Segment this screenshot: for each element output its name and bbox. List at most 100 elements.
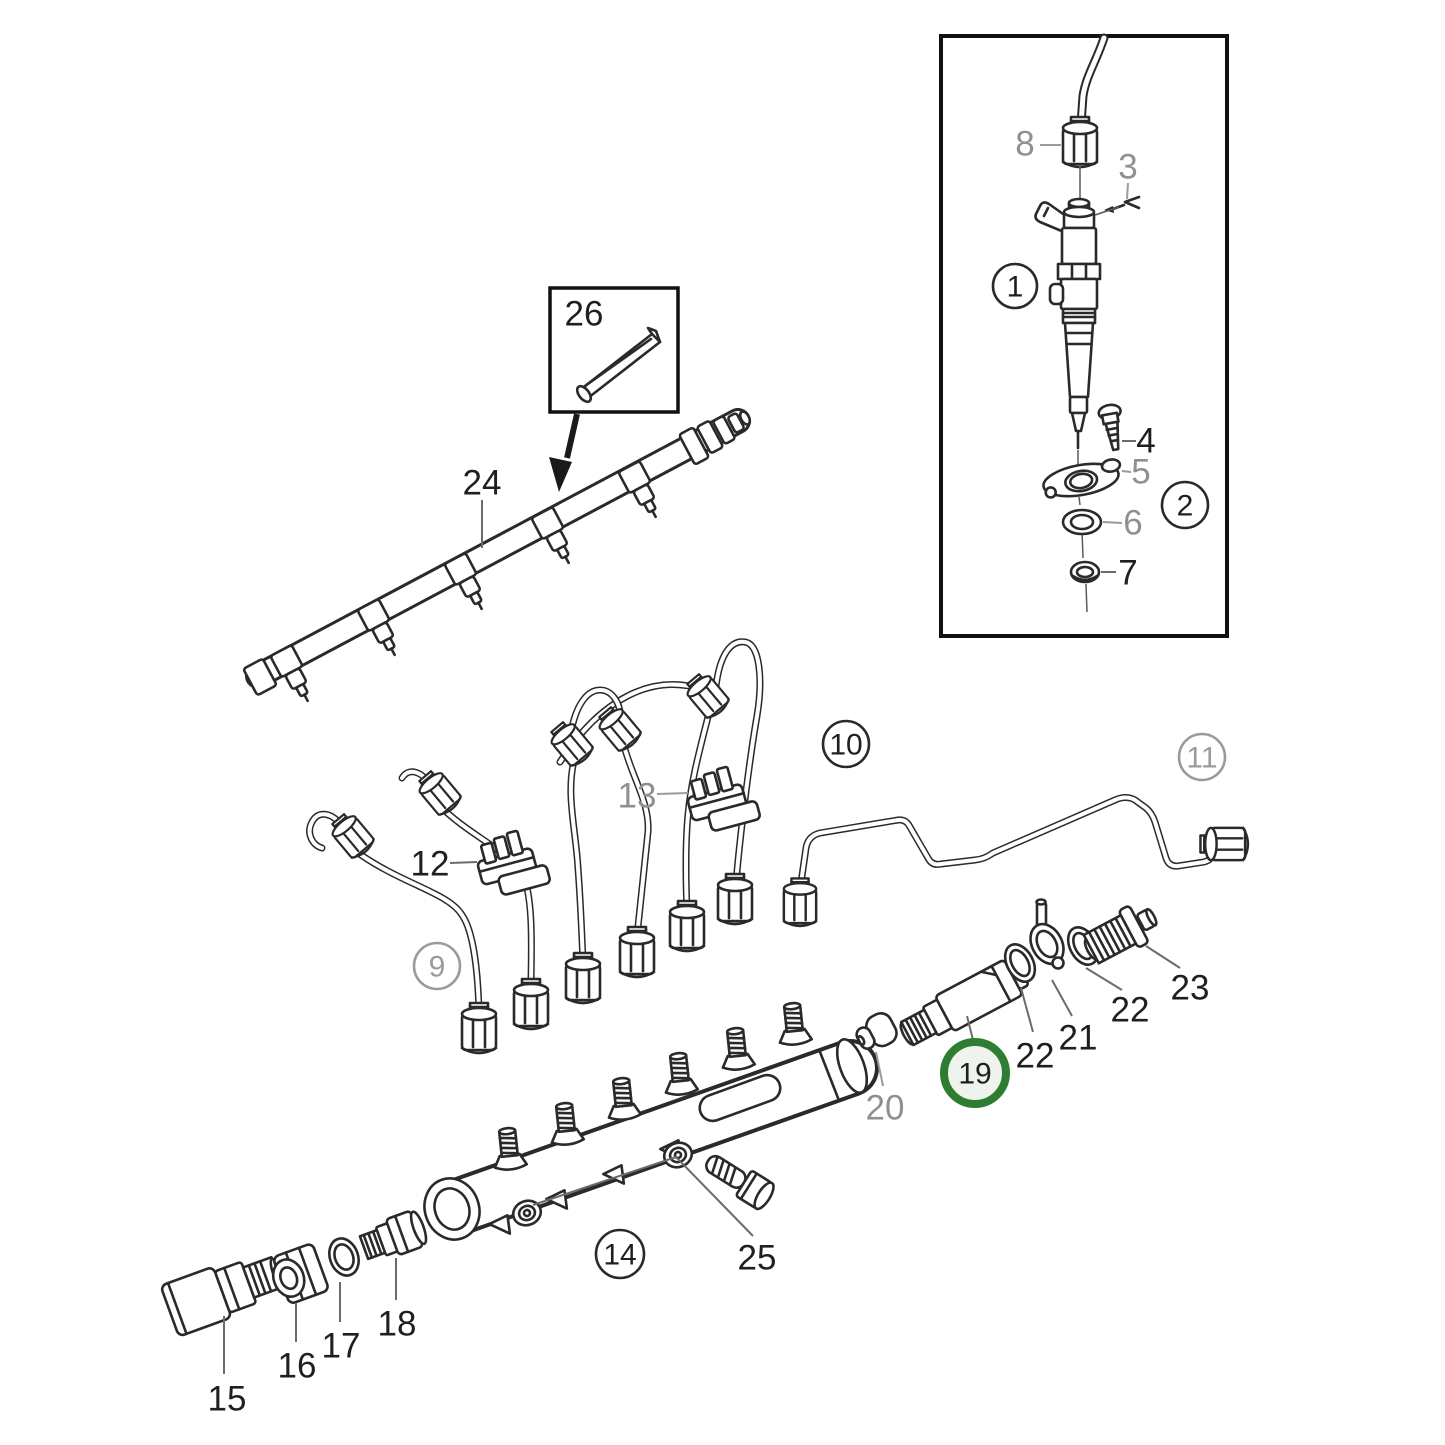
callout-15: 15 bbox=[208, 1316, 247, 1419]
callout-17: 17 bbox=[322, 1282, 360, 1366]
callout-24-number: 24 bbox=[463, 464, 502, 503]
callout-9: 9 bbox=[412, 941, 462, 991]
callout-2-ring bbox=[1160, 480, 1210, 530]
callout-5-number: 5 bbox=[1131, 453, 1150, 492]
callout-24: 24 bbox=[463, 464, 502, 548]
seal-7-art bbox=[1069, 560, 1101, 584]
nut-16-art bbox=[271, 1243, 329, 1304]
callout-13-number: 13 bbox=[618, 777, 657, 816]
callout-2: 2 bbox=[1160, 480, 1210, 530]
callout-11-number: 11 bbox=[1186, 742, 1217, 775]
callout-22a-number: 22 bbox=[1016, 1037, 1055, 1076]
box-26-border bbox=[548, 286, 680, 414]
callout-3-number: 3 bbox=[1118, 148, 1137, 187]
callout-3-leader bbox=[1126, 182, 1129, 200]
injector-inset-box bbox=[939, 33, 1229, 638]
clamp-plate-5-art bbox=[1042, 458, 1122, 499]
callout-11-ring bbox=[1177, 732, 1227, 782]
callout-14-ring bbox=[594, 1228, 646, 1280]
callout-21-leader bbox=[1051, 979, 1073, 1017]
callout-21-number: 21 bbox=[1059, 1019, 1098, 1058]
lower-pipe-nuts bbox=[460, 872, 754, 1055]
callout-7: 7 bbox=[1101, 554, 1138, 593]
fuel-pipe-8-art bbox=[1061, 33, 1109, 198]
callout-20: 20 bbox=[866, 1051, 904, 1128]
rail-port-2 bbox=[662, 1141, 694, 1169]
callout-7-number: 7 bbox=[1118, 554, 1137, 593]
part-26-art bbox=[575, 326, 662, 404]
callout-8-number: 8 bbox=[1015, 125, 1034, 164]
common-rail-14-art bbox=[423, 1000, 879, 1241]
callout-4-number: 4 bbox=[1136, 422, 1155, 461]
fitting-18-art bbox=[358, 1210, 428, 1261]
callout-10: 10 bbox=[821, 719, 871, 769]
callout-22b: 22 bbox=[1085, 967, 1150, 1030]
callout-13: 13 bbox=[618, 777, 689, 816]
callout-10-ring bbox=[821, 719, 871, 769]
clip-3-art bbox=[1094, 195, 1141, 216]
callout-2-number: 2 bbox=[1177, 490, 1194, 523]
screw-4-art bbox=[1097, 403, 1122, 452]
callout-6-number: 6 bbox=[1123, 504, 1142, 543]
centerline bbox=[1077, 450, 1088, 613]
callout-5-leader bbox=[1121, 470, 1132, 473]
callout-21: 21 bbox=[1051, 979, 1098, 1058]
callout-8: 8 bbox=[1015, 125, 1061, 164]
callout-9-ring bbox=[412, 941, 462, 991]
callout-25: 25 bbox=[532, 1155, 777, 1278]
callout-26: 26 bbox=[565, 295, 604, 334]
cap-20-art bbox=[855, 1011, 898, 1050]
callout-23-leader bbox=[1145, 945, 1181, 969]
pipe-nut-8 bbox=[1061, 115, 1099, 169]
callout-25-leader bbox=[532, 1155, 754, 1237]
callout-18-number: 18 bbox=[378, 1305, 417, 1344]
injector-pipes-cluster-art bbox=[306, 638, 764, 1055]
callout-14: 14 bbox=[594, 1228, 646, 1280]
callout-16-number: 16 bbox=[278, 1347, 317, 1386]
rail-24-clip bbox=[531, 506, 570, 565]
callout-26-number: 26 bbox=[565, 295, 604, 334]
callout-11: 11 bbox=[1177, 732, 1227, 782]
callout-15-number: 15 bbox=[208, 1380, 247, 1419]
rail-24-clip bbox=[270, 644, 309, 703]
injector-connector bbox=[1034, 201, 1068, 234]
callout-22a: 22 bbox=[1016, 987, 1055, 1076]
injector-1-art bbox=[1034, 197, 1102, 450]
callout-12: 12 bbox=[411, 845, 478, 884]
callout-18: 18 bbox=[378, 1258, 417, 1344]
callout-12-number: 12 bbox=[411, 845, 450, 884]
callout-20-leader bbox=[875, 1051, 884, 1087]
upper-pipe-nuts bbox=[325, 668, 733, 863]
callout-3: 3 bbox=[1118, 148, 1138, 200]
leak-off-rail-24-art bbox=[243, 408, 752, 703]
sensor-15-art bbox=[160, 1255, 285, 1337]
fuel-pipe-11-art bbox=[782, 794, 1250, 928]
callout-10-number: 10 bbox=[829, 729, 862, 762]
washer-17-art bbox=[328, 1237, 360, 1277]
callout-19: 19 bbox=[940, 1015, 1010, 1108]
callout-14-number: 14 bbox=[603, 1239, 636, 1272]
callout-23: 23 bbox=[1145, 945, 1210, 1008]
callout-1-ring bbox=[991, 262, 1039, 310]
rail-24-clip bbox=[618, 460, 657, 519]
callout-23-number: 23 bbox=[1171, 969, 1210, 1008]
callout-19-number: 19 bbox=[958, 1058, 991, 1091]
callout-13-leader bbox=[656, 792, 689, 795]
callout-6: 6 bbox=[1102, 504, 1143, 543]
callout-19-leader bbox=[966, 1015, 974, 1041]
rail-24-clip bbox=[357, 598, 396, 657]
callout-1-number: 1 bbox=[1007, 271, 1024, 304]
callout-6-leader bbox=[1102, 521, 1123, 524]
rail-24-clip bbox=[444, 552, 483, 611]
union-23-art bbox=[1082, 905, 1158, 965]
arrow-to-rail bbox=[549, 413, 580, 492]
washer-6-art bbox=[1061, 508, 1103, 536]
callout-12-leader bbox=[449, 861, 478, 864]
clip-26-box bbox=[548, 286, 680, 492]
callout-22a-leader bbox=[1020, 987, 1034, 1033]
callout-22b-number: 22 bbox=[1111, 991, 1150, 1030]
callout-25-number: 25 bbox=[738, 1239, 777, 1278]
